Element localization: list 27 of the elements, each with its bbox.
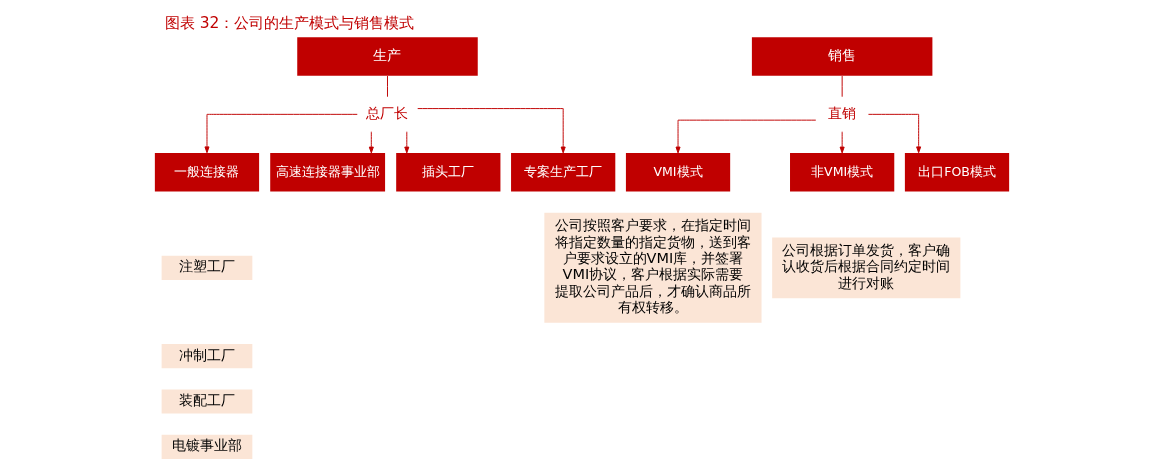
node-box: 专案生产工厂 [510, 152, 615, 192]
arrow [368, 131, 374, 154]
arrow [675, 119, 816, 154]
node-box: 出口FOB模式 [904, 152, 1009, 192]
node-box: 非VMI模式 [789, 152, 894, 192]
node-text: 总厂长 [365, 104, 408, 121]
node-box: 装配工厂 [161, 389, 252, 414]
arrow [403, 131, 409, 154]
node-box: 电镀事业部 [161, 434, 252, 459]
arrow [867, 113, 921, 154]
connector [386, 75, 388, 98]
diagram-title: 图表 32：公司的生产模式与销售模式 [164, 14, 414, 33]
node-box: VMI模式 [625, 152, 730, 192]
connector [841, 75, 843, 98]
node-box: 插头工厂 [395, 152, 500, 192]
node-box: 公司按照客户要求，在指定时间将指定数量的指定货物，送到客户要求设立的VMI库，并签署VMI协议，客户根据实际需要提取公司产品后，才确认商品所有权转移。 [543, 212, 762, 323]
node-box: 注塑工厂 [161, 255, 252, 280]
node-box: 生产 [296, 37, 478, 76]
arrow [203, 113, 358, 154]
node-box: 高速连接器事业部 [269, 152, 385, 192]
node-text: 直销 [827, 104, 856, 121]
node-box: 冲制工厂 [161, 344, 252, 369]
arrow [416, 108, 566, 154]
node-box: 销售 [751, 37, 932, 76]
node-box: 一般连接器 [154, 152, 259, 192]
node-box: 公司根据订单发货，客户确认收货后根据合同约定时间进行对账 [771, 237, 960, 299]
arrow [839, 131, 845, 154]
